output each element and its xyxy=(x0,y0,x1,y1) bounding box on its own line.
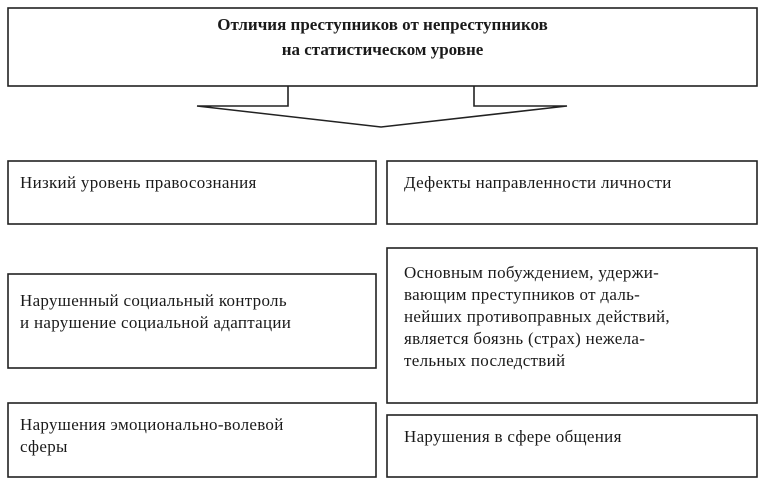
diagram-title: Отличия преступников от непреступников н… xyxy=(8,12,757,62)
left-box-2 xyxy=(7,273,377,369)
right-box-3 xyxy=(386,414,758,478)
left-box-1-line-1: Низкий уровень правосознания xyxy=(20,173,257,192)
left-box-3-line-2: сферы xyxy=(20,437,68,456)
right-box-2-line-4: является боязнь (страх) нежела- xyxy=(404,329,646,348)
title-line-2: на статистическом уровне xyxy=(281,40,484,59)
right-box-1-line-1: Дефекты направленности личности xyxy=(404,173,672,192)
right-box-3-text: Нарушения в сфере общения xyxy=(404,426,744,448)
title-line-1: Отличия преступников от непреступников xyxy=(217,15,548,34)
left-box-1-text: Низкий уровень правосознания xyxy=(20,172,365,194)
left-box-1 xyxy=(7,160,377,225)
left-box-2-line-1: Нарушенный социальный контроль xyxy=(20,291,287,310)
left-box-3-line-1: Нарушения эмоционально-волевой xyxy=(20,415,284,434)
right-box-2-line-3: нейших противоправных действий, xyxy=(404,307,670,326)
left-box-3-text: Нарушения эмоционально-волевой сферы xyxy=(20,414,365,458)
right-box-1 xyxy=(386,160,758,225)
down-arrow xyxy=(196,86,568,128)
left-box-2-text: Нарушенный социальный контроль и нарушен… xyxy=(20,290,365,334)
right-box-2 xyxy=(386,247,758,404)
right-box-1-text: Дефекты направленности личности xyxy=(404,172,744,194)
right-box-2-line-5: тельных последствий xyxy=(404,351,566,370)
right-box-2-text: Основным побуждением, удержи- вающим пре… xyxy=(404,262,744,372)
right-box-2-line-2: вающим преступников от даль- xyxy=(404,285,641,304)
left-box-2-line-2: и нарушение социальной адаптации xyxy=(20,313,292,332)
header-box xyxy=(7,7,758,87)
left-box-3 xyxy=(7,402,377,478)
right-box-2-line-1: Основным побуждением, удержи- xyxy=(404,263,660,282)
right-box-3-line-1: Нарушения в сфере общения xyxy=(404,427,622,446)
